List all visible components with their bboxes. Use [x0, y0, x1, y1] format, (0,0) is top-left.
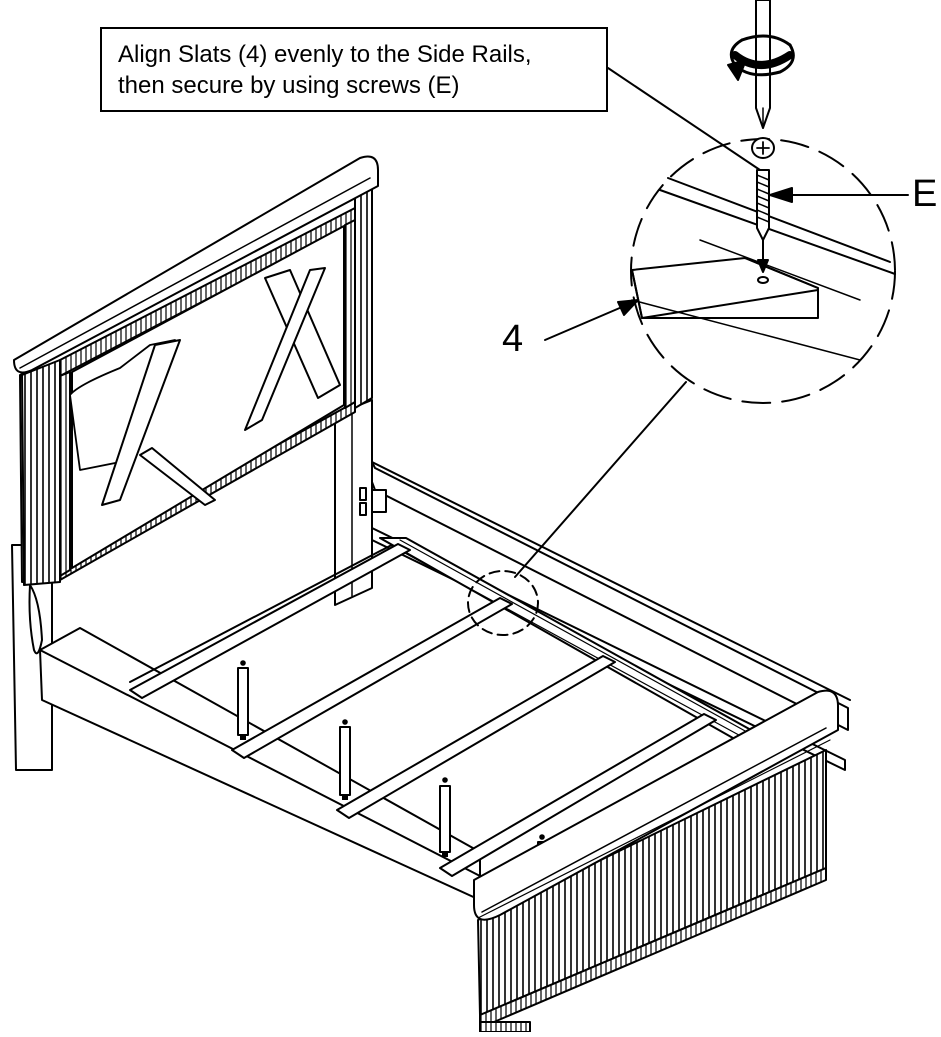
screw-E — [751, 137, 775, 273]
detail-marker-circle — [467, 570, 539, 636]
slats — [129, 543, 717, 877]
arrow-to-screw — [769, 187, 909, 203]
footboard — [473, 689, 839, 1033]
instruction-callout: Align Slats (4) evenly to the Side Rails… — [100, 27, 608, 112]
screwdriver — [727, 0, 795, 129]
instruction-line-1: Align Slats (4) evenly to the Side Rails… — [118, 41, 532, 68]
slat-label: 4 — [502, 318, 524, 360]
arrow-to-slat — [544, 299, 639, 341]
screw-label: E — [912, 173, 938, 215]
instruction-line-2: then secure by using screws (E) — [118, 72, 460, 99]
callout-leader-line — [607, 67, 761, 171]
headboard — [11, 155, 379, 771]
detail-leader-line — [514, 381, 687, 578]
